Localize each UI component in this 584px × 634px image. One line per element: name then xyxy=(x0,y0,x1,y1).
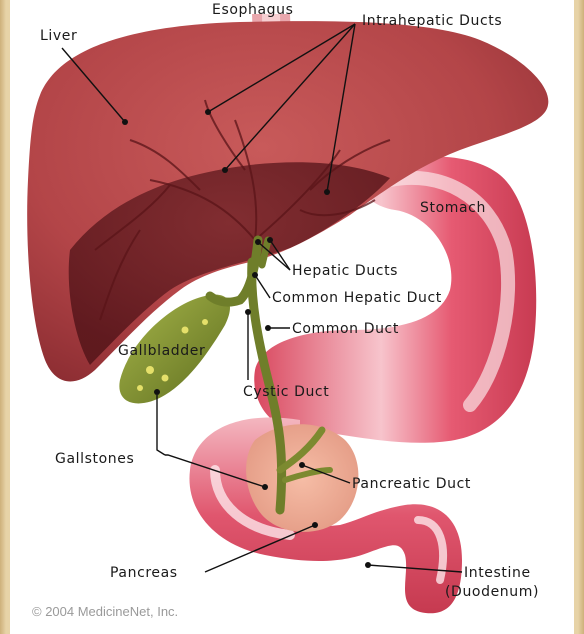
label-pancreatic-duct: Pancreatic Duct xyxy=(352,476,471,492)
label-duodenum: (Duodenum) xyxy=(445,584,539,600)
label-hepatic-ducts: Hepatic Ducts xyxy=(292,263,398,279)
biliary-system-diagram: Esophagus Liver Intrahepatic Ducts Stoma… xyxy=(10,0,574,634)
label-gallbladder: Gallbladder xyxy=(118,343,205,359)
label-intestine: Intestine xyxy=(464,565,531,581)
label-esophagus: Esophagus xyxy=(212,2,294,18)
label-gallstones: Gallstones xyxy=(55,451,134,467)
copyright-notice: © 2004 MedicineNet, Inc. xyxy=(32,604,178,619)
diagram-panel: Esophagus Liver Intrahepatic Ducts Stoma… xyxy=(10,0,574,634)
label-common-hepatic-duct: Common Hepatic Duct xyxy=(272,290,442,306)
label-stomach: Stomach xyxy=(420,200,486,216)
pancreas-organ xyxy=(246,424,358,532)
label-common-duct: Common Duct xyxy=(292,321,399,337)
label-intrahepatic-ducts: Intrahepatic Ducts xyxy=(362,13,502,29)
label-cystic-duct: Cystic Duct xyxy=(243,384,329,400)
label-liver: Liver xyxy=(40,28,77,44)
label-pancreas: Pancreas xyxy=(110,565,178,581)
